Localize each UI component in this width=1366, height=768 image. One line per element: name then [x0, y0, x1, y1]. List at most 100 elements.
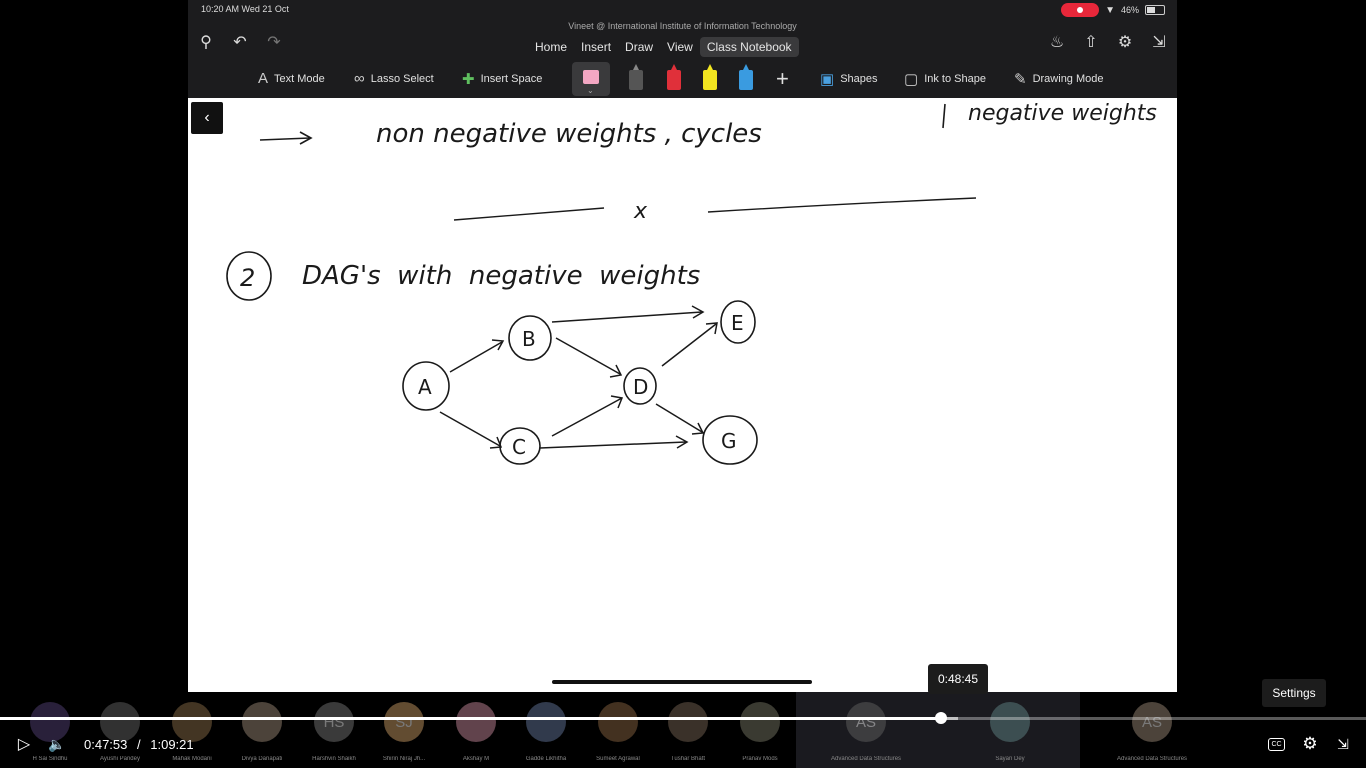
- add-pen-button[interactable]: +: [776, 66, 789, 92]
- eraser-tool[interactable]: ⌄: [572, 62, 610, 96]
- insert-space-icon: ✚: [462, 71, 475, 88]
- exit-fullscreen-icon: ⇲: [1337, 735, 1349, 752]
- highlighter-yellow[interactable]: [700, 62, 720, 90]
- back-button[interactable]: ‹: [191, 102, 223, 134]
- gear-icon: ⚙: [1302, 734, 1318, 753]
- search-icon[interactable]: ⚲: [200, 34, 212, 51]
- settings-tooltip: Settings: [1262, 679, 1326, 707]
- node-e: E: [731, 311, 744, 335]
- participant-tile: H Sai Sindhu: [15, 702, 85, 762]
- edge-c-d: [551, 397, 623, 437]
- node-c: C: [512, 435, 526, 459]
- share-icon[interactable]: ⇧: [1084, 34, 1098, 51]
- undo-icon[interactable]: ↶: [233, 34, 247, 51]
- tab-home[interactable]: Home: [535, 40, 568, 54]
- avatar: AS: [846, 702, 886, 742]
- tab-view[interactable]: View: [667, 40, 693, 54]
- participant-tile: Gadde Likhitha: [511, 702, 581, 762]
- tab-class-notebook[interactable]: Class Notebook: [699, 37, 799, 57]
- edge-b-e: [551, 311, 703, 323]
- arrowhead-d-e: [705, 322, 718, 335]
- participant-tile: Divya Danapati: [227, 702, 297, 762]
- shapes-icon: ▣: [820, 71, 835, 88]
- note-line1: non negative weights , cycles: [376, 119, 762, 149]
- divider-stroke: [942, 103, 946, 129]
- tab-insert[interactable]: Insert: [581, 40, 612, 54]
- separator-left: [453, 207, 605, 221]
- participant-tile: Tushar Bhatt: [653, 702, 723, 762]
- plus-icon: +: [776, 66, 789, 91]
- notebook-page[interactable]: non negative weights , cycles negative w…: [188, 98, 1177, 692]
- drawing-mode-icon: ✎: [1014, 71, 1027, 88]
- avatar: [668, 702, 708, 742]
- edge-b-d: [555, 337, 621, 375]
- edge-a-c: [439, 411, 501, 447]
- avatar: AS: [1132, 702, 1172, 742]
- ribbon-tabs: Home Insert Draw View Class Notebook: [528, 37, 799, 57]
- arrowhead-b-e: [691, 305, 705, 319]
- battery-icon: [1145, 5, 1165, 15]
- pen-blue[interactable]: [736, 62, 756, 90]
- participant-name: Sumeet Agrawal: [596, 756, 640, 762]
- time-separator: /: [137, 737, 141, 752]
- redo-icon[interactable]: ↷: [267, 34, 281, 51]
- node-c-circle: [499, 427, 541, 465]
- progress-played: [0, 717, 942, 720]
- node-d-circle: [623, 367, 657, 405]
- captions-icon: CC: [1271, 741, 1282, 748]
- ipad-status-bar: 10:20 AM Wed 21 Oct Vineet @ Internation…: [188, 0, 1177, 31]
- participant-name: H Sai Sindhu: [32, 756, 68, 762]
- participant-name: Sayan Dey: [995, 756, 1025, 762]
- pen-red[interactable]: [664, 62, 684, 90]
- wifi-icon: ▼: [1105, 4, 1115, 16]
- collapse-icon[interactable]: ⇲: [1152, 34, 1166, 51]
- avatar: [172, 702, 212, 742]
- note-heading: DAG's with negative weights: [302, 261, 700, 291]
- current-time: 0:47:53: [84, 737, 128, 752]
- insert-space-button[interactable]: ✚ Insert Space: [462, 71, 543, 88]
- shapes-button[interactable]: ▣ Shapes: [820, 71, 878, 88]
- participant-name: Tushar Bhatt: [670, 756, 706, 762]
- edge-d-g: [655, 403, 703, 433]
- node-a: A: [418, 375, 432, 399]
- settings-button[interactable]: ⚙: [1300, 734, 1320, 754]
- text-icon: A: [258, 70, 269, 87]
- participant-name: Ayushi Pandey: [100, 756, 140, 762]
- home-indicator: [552, 680, 812, 684]
- node-d: D: [633, 375, 648, 399]
- lasso-select-button[interactable]: ∞ Lasso Select: [354, 70, 434, 87]
- status-time: 10:20 AM Wed 21 Oct: [201, 4, 289, 14]
- participant-name: Harshvin Shaikh: [312, 756, 356, 762]
- bell-icon[interactable]: ♨: [1049, 34, 1065, 51]
- graph-edges: [439, 305, 718, 449]
- captions-button[interactable]: CC: [1268, 738, 1285, 751]
- recording-icon: [1061, 3, 1100, 17]
- exit-fullscreen-button[interactable]: ⇲: [1333, 734, 1353, 754]
- scrubber-handle[interactable]: [935, 712, 948, 724]
- note-line1-right: negative weights: [968, 101, 1157, 126]
- avatar: [740, 702, 780, 742]
- volume-button[interactable]: 🔈: [46, 734, 68, 754]
- tab-draw[interactable]: Draw: [625, 40, 654, 54]
- avatar: [526, 702, 566, 742]
- video-player-controls: ▷ 🔈 0:47:53 / 1:09:21 CC ⚙ ⇲: [0, 700, 1366, 768]
- arrowhead-a-c: [489, 436, 503, 449]
- avatar: [456, 702, 496, 742]
- text-mode-button[interactable]: A Text Mode: [258, 70, 325, 87]
- ink-to-shape-button[interactable]: ▢ Ink to Shape: [904, 71, 986, 88]
- avatar: [242, 702, 282, 742]
- node-a-circle: [402, 361, 450, 411]
- progress-bar[interactable]: [0, 717, 1366, 720]
- node-b: B: [522, 327, 536, 351]
- pen-gray[interactable]: [626, 62, 646, 90]
- duration: 1:09:21: [150, 737, 194, 752]
- edge-a-b: [449, 341, 503, 373]
- play-button[interactable]: ▷: [14, 734, 34, 754]
- gear-icon[interactable]: ⚙: [1117, 34, 1133, 51]
- node-g-circle: [702, 415, 758, 465]
- participant-tile: Sayan Dey: [975, 702, 1045, 762]
- avatar: [30, 702, 70, 742]
- note-cross: x: [633, 199, 648, 224]
- drawing-mode-button[interactable]: ✎ Drawing Mode: [1014, 71, 1104, 88]
- volume-icon: 🔈: [48, 735, 66, 752]
